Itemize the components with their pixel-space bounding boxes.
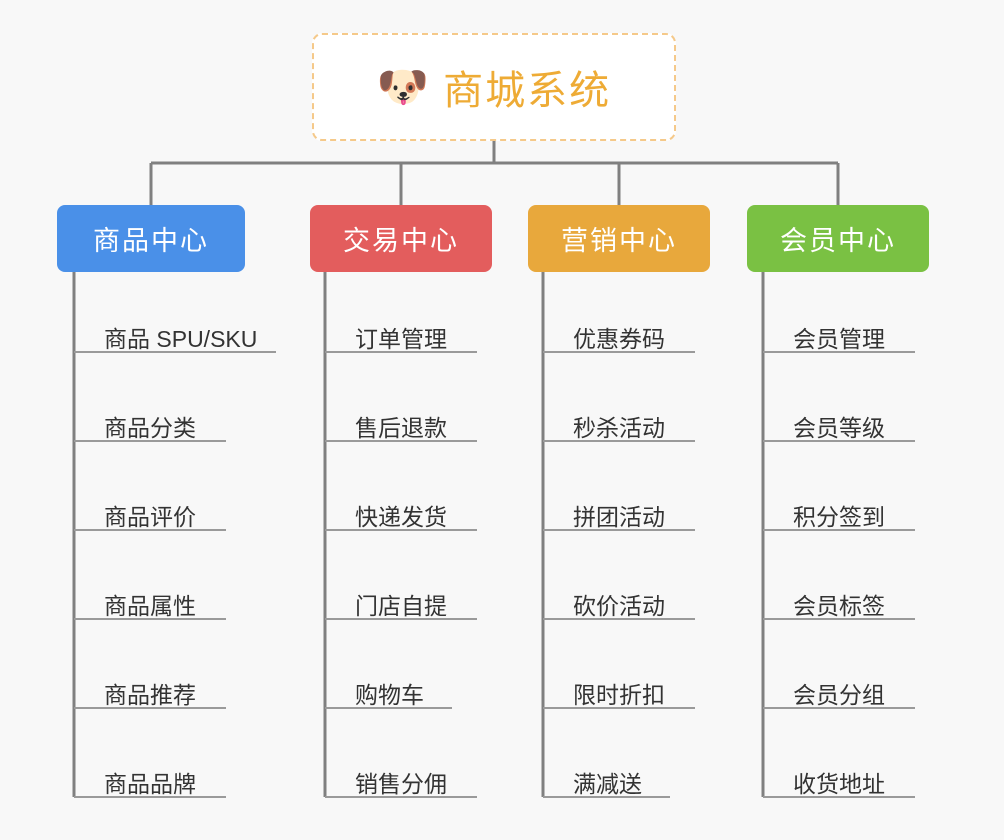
- leaf-item-label: 商品品牌: [104, 770, 196, 797]
- leaf-item[interactable]: 会员等级: [763, 403, 915, 443]
- leaf-item-label: 会员等级: [793, 414, 885, 441]
- leaf-item[interactable]: 会员分组: [763, 670, 915, 710]
- dog-face-icon: 🐶: [376, 63, 430, 110]
- leaf-item[interactable]: 会员标签: [763, 581, 915, 621]
- leaf-item[interactable]: 售后退款: [325, 403, 477, 443]
- leaf-item[interactable]: 商品评价: [74, 492, 226, 532]
- leaf-item[interactable]: 销售分佣: [325, 759, 477, 799]
- leaf-item[interactable]: 砍价活动: [543, 581, 695, 621]
- category-label: 营销中心: [561, 226, 677, 256]
- leaf-item[interactable]: 商品 SPU/SKU: [74, 314, 276, 354]
- leaf-item-label: 砍价活动: [573, 592, 665, 619]
- leaf-item-label: 商品属性: [104, 592, 196, 619]
- category-box[interactable]: 交易中心: [310, 205, 492, 272]
- leaf-item-label: 满减送: [573, 770, 642, 797]
- leaf-item-label: 商品分类: [104, 414, 196, 441]
- leaf-item-label: 订单管理: [355, 325, 447, 352]
- leaf-item[interactable]: 商品品牌: [74, 759, 226, 799]
- leaf-item-label: 秒杀活动: [573, 414, 665, 441]
- leaf-item-label: 会员管理: [793, 325, 885, 352]
- category-label: 会员中心: [780, 226, 896, 256]
- leaf-item[interactable]: 拼团活动: [543, 492, 695, 532]
- category-box[interactable]: 商品中心: [57, 205, 245, 272]
- leaf-item[interactable]: 秒杀活动: [543, 403, 695, 443]
- leaf-item-label: 销售分佣: [355, 770, 447, 797]
- leaf-item-label: 优惠券码: [573, 325, 665, 352]
- leaf-item[interactable]: 限时折扣: [543, 670, 695, 710]
- leaf-item[interactable]: 快递发货: [325, 492, 477, 532]
- leaf-item-label: 积分签到: [793, 503, 885, 530]
- root-title: 商城系统: [443, 69, 612, 113]
- category-label: 商品中心: [93, 226, 209, 256]
- leaf-item[interactable]: 订单管理: [325, 314, 477, 354]
- leaf-item-label: 商品 SPU/SKU: [104, 325, 258, 352]
- leaf-item[interactable]: 购物车: [325, 670, 452, 710]
- leaf-item[interactable]: 优惠券码: [543, 314, 695, 354]
- leaf-item[interactable]: 满减送: [543, 759, 670, 799]
- leaf-item-label: 会员分组: [793, 681, 885, 708]
- category-box[interactable]: 营销中心: [528, 205, 710, 272]
- leaf-item[interactable]: 会员管理: [763, 314, 915, 354]
- leaf-item[interactable]: 积分签到: [763, 492, 915, 532]
- root-node[interactable]: 🐶 商城系统: [312, 33, 676, 141]
- leaf-item-label: 限时折扣: [573, 681, 665, 708]
- leaf-item[interactable]: 门店自提: [325, 581, 477, 621]
- leaf-item[interactable]: 商品推荐: [74, 670, 226, 710]
- leaf-item-label: 商品评价: [104, 503, 196, 530]
- leaf-item-label: 快递发货: [355, 503, 447, 530]
- leaf-item[interactable]: 商品属性: [74, 581, 226, 621]
- category-label: 交易中心: [343, 226, 459, 256]
- category-box[interactable]: 会员中心: [747, 205, 929, 272]
- leaf-item-label: 会员标签: [793, 592, 885, 619]
- leaf-item-label: 收货地址: [793, 770, 885, 797]
- leaf-item-label: 购物车: [355, 681, 424, 708]
- leaf-item-label: 商品推荐: [104, 681, 196, 708]
- leaf-item-label: 售后退款: [355, 414, 447, 441]
- leaf-item[interactable]: 收货地址: [763, 759, 915, 799]
- leaf-item[interactable]: 商品分类: [74, 403, 226, 443]
- leaf-item-label: 拼团活动: [573, 503, 665, 530]
- leaf-item-label: 门店自提: [355, 592, 447, 619]
